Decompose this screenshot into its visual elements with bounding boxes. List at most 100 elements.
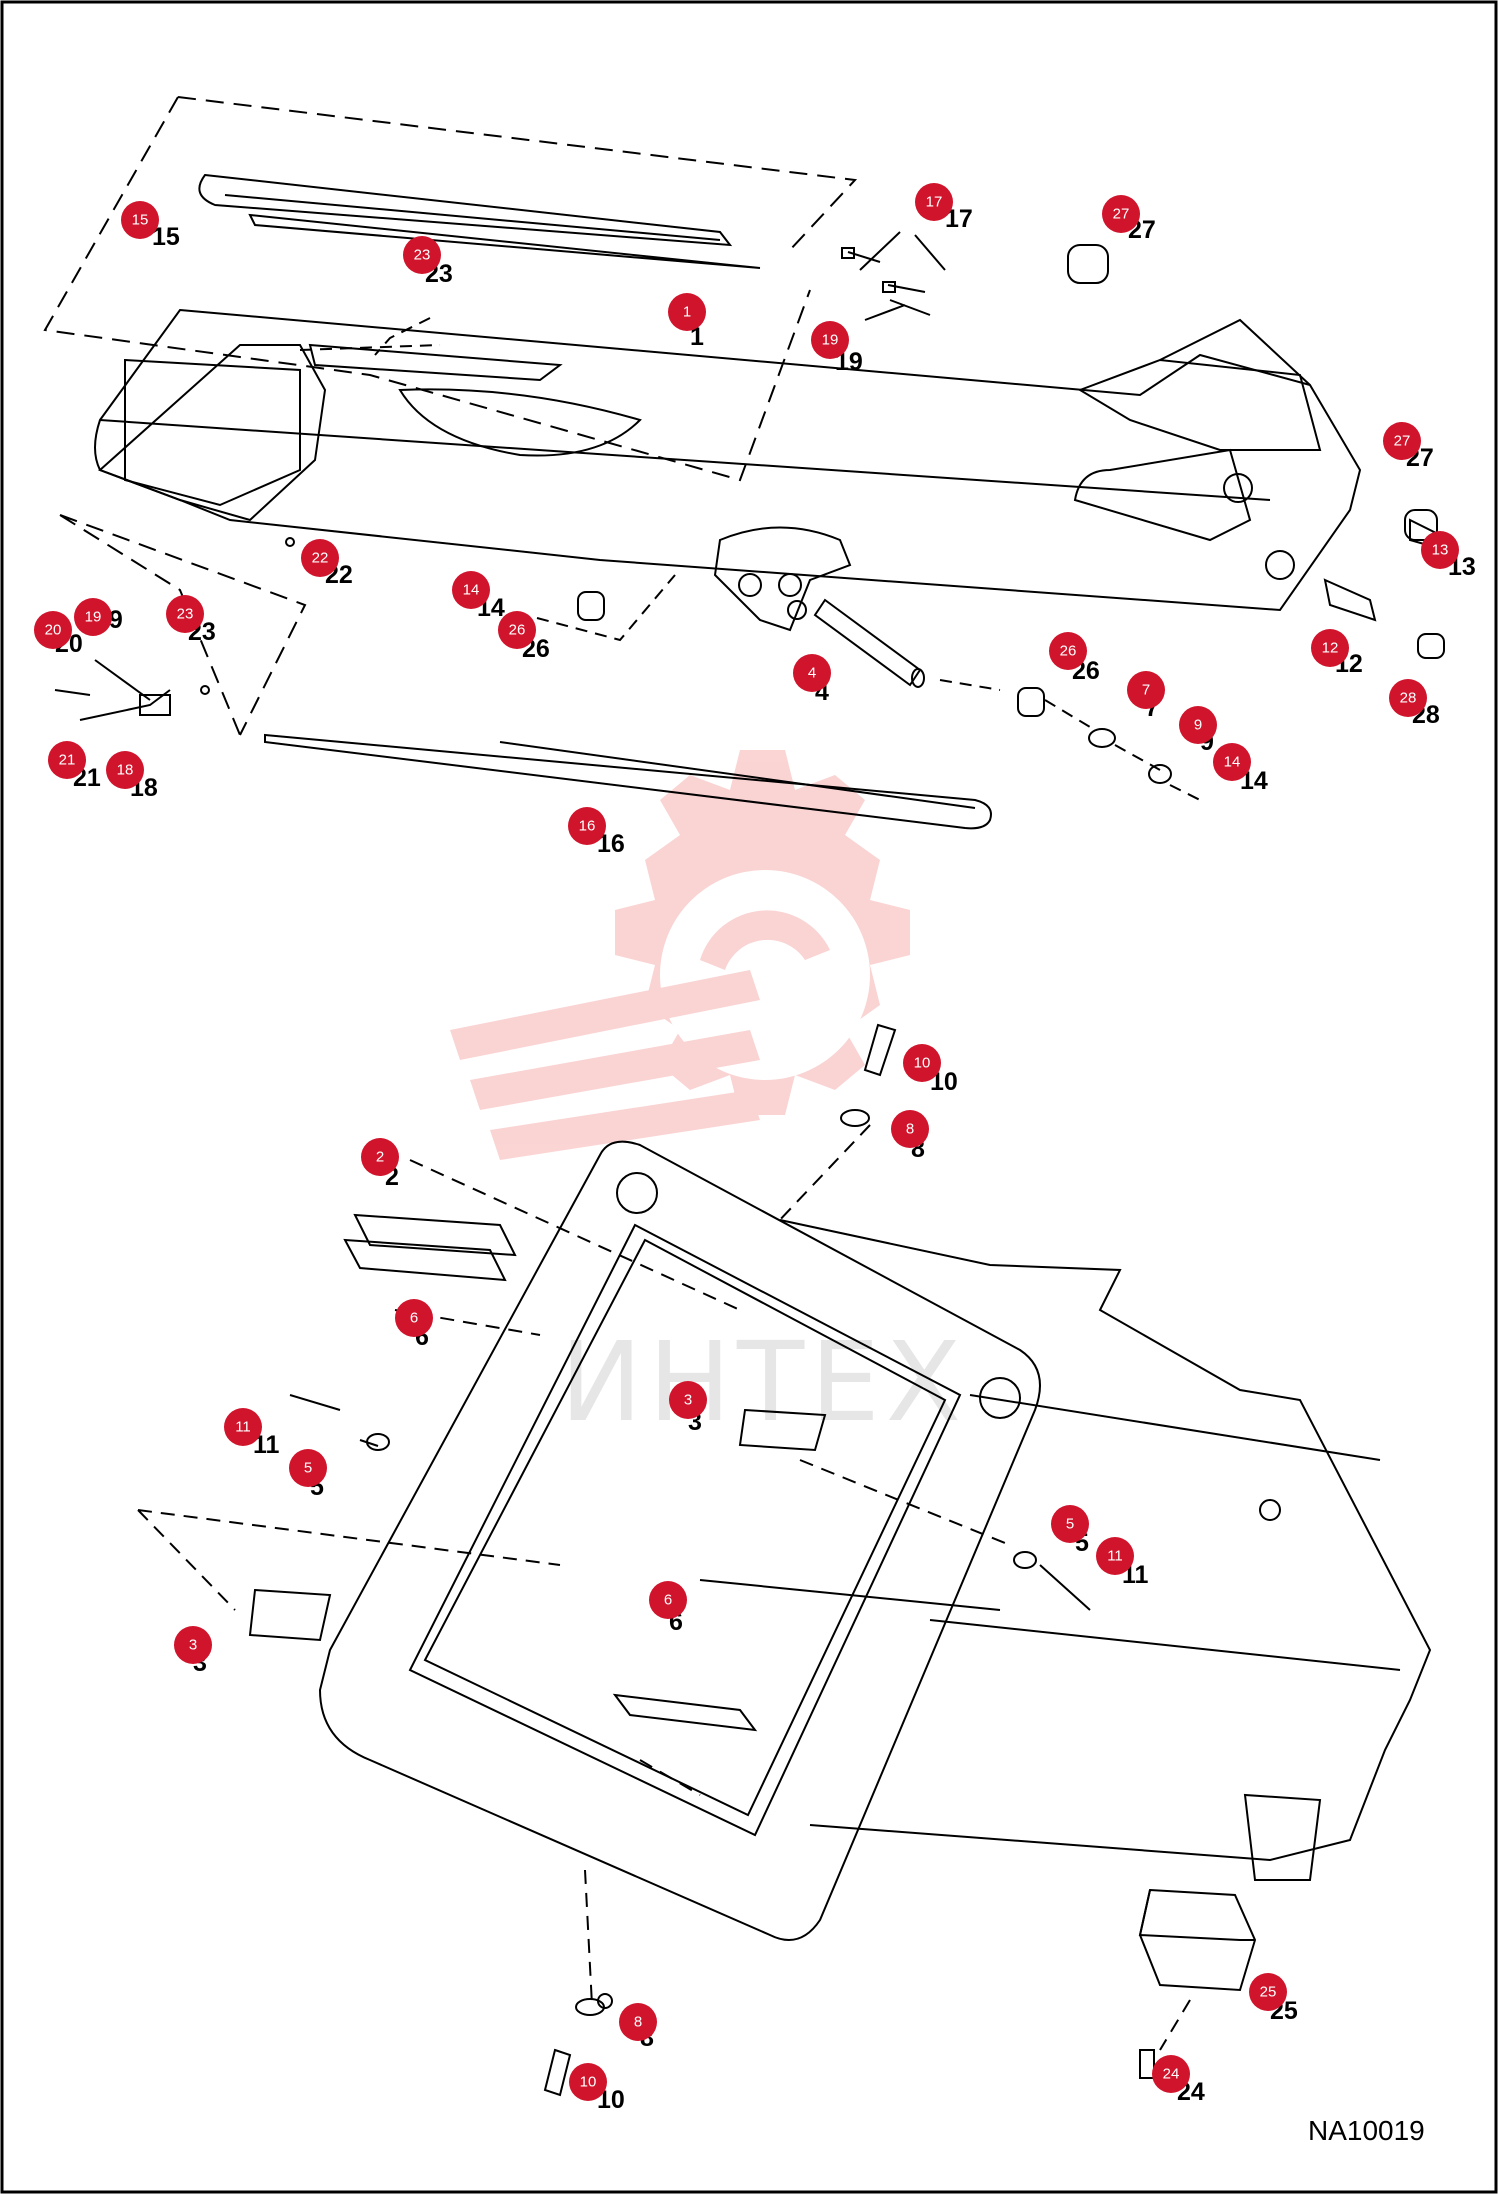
callout-badge-label: 10 (914, 1055, 931, 1072)
callout-badge-label: 5 (1066, 1516, 1074, 1533)
callout-badge (1249, 1973, 1287, 2011)
callout-badge-label: 8 (634, 2014, 642, 2031)
callout-badge-label: 6 (410, 1310, 418, 1327)
part-number-label: 1 (690, 323, 704, 351)
callout-badge (669, 1381, 707, 1419)
callout-badge (289, 1449, 327, 1487)
callout-7: 77 (1127, 671, 1165, 722)
callout-badge (1213, 743, 1251, 781)
callout-badge (915, 183, 953, 221)
callout-badge-label: 12 (1322, 640, 1339, 657)
callout-badge (568, 807, 606, 845)
callout-badge-label: 26 (509, 622, 526, 639)
callout-badge-label: 4 (808, 665, 816, 682)
callout-5: 55 (289, 1449, 327, 1501)
callout-badge-label: 10 (580, 2074, 597, 2091)
callout-badge-label: 21 (59, 752, 76, 769)
callout-badge (74, 598, 112, 636)
callout-badge (1096, 1537, 1134, 1575)
callout-6: 66 (649, 1581, 687, 1636)
callout-3: 33 (669, 1381, 707, 1436)
bottom-assembly (137, 1023, 1432, 2097)
callout-badge (1383, 422, 1421, 460)
callout-badge-label: 23 (414, 247, 431, 264)
callout-badge-label: 1 (683, 304, 691, 321)
callout-badge (1311, 629, 1349, 667)
callout-layer: 1515232311171719192727272713132222141426… (34, 183, 1476, 2114)
callout-6: 66 (395, 1299, 433, 1351)
watermark-text: ИНТЕХ (560, 1318, 967, 1446)
callout-badge-label: 25 (1260, 1984, 1277, 2001)
callout-badge (668, 293, 706, 331)
callout-badge (1152, 2055, 1190, 2093)
callout-badge (224, 1408, 262, 1446)
callout-badge-label: 14 (1224, 754, 1241, 771)
callout-9: 99 (1179, 706, 1217, 756)
callout-badge-label: 11 (235, 1419, 251, 1436)
callout-badge (361, 1138, 399, 1176)
figure-id: NA10019 (1308, 2115, 1425, 2146)
callout-badge-label: 20 (45, 622, 62, 639)
callout-badge (301, 539, 339, 577)
top-assembly (43, 96, 1447, 830)
callout-8: 88 (619, 2003, 657, 2052)
callout-badge (121, 201, 159, 239)
callout-badge (452, 571, 490, 609)
callout-4: 44 (793, 654, 831, 706)
callout-badge-label: 22 (312, 550, 329, 567)
callout-5: 55 (1051, 1505, 1089, 1557)
callout-badge-label: 15 (132, 212, 149, 229)
callout-badge-label: 18 (117, 762, 134, 779)
callout-badge (48, 741, 86, 779)
callout-badge-label: 27 (1113, 206, 1130, 223)
callout-badge (891, 1110, 929, 1148)
callout-badge-label: 9 (1194, 717, 1202, 734)
callout-badge (619, 2003, 657, 2041)
callout-badge-label: 13 (1432, 542, 1449, 559)
callout-badge-label: 8 (906, 1121, 914, 1138)
callout-badge-label: 2 (376, 1149, 384, 1166)
callout-badge-label: 17 (926, 194, 943, 211)
callout-badge (1389, 679, 1427, 717)
callout-badge-label: 5 (304, 1460, 312, 1477)
callout-badge (34, 611, 72, 649)
callout-badge-label: 3 (189, 1637, 197, 1654)
callout-badge (811, 321, 849, 359)
callout-badge (174, 1626, 212, 1664)
callout-badge-label: 7 (1142, 682, 1150, 699)
callout-badge (1421, 531, 1459, 569)
callout-1: 11 (668, 293, 706, 351)
callout-badge-label: 19 (85, 609, 102, 626)
callout-badge (569, 2063, 607, 2101)
callout-badge (166, 595, 204, 633)
callout-badge-label: 3 (684, 1392, 692, 1409)
callout-badge (498, 611, 536, 649)
callout-badge-label: 6 (664, 1592, 672, 1609)
watermark-logo (450, 750, 910, 1160)
